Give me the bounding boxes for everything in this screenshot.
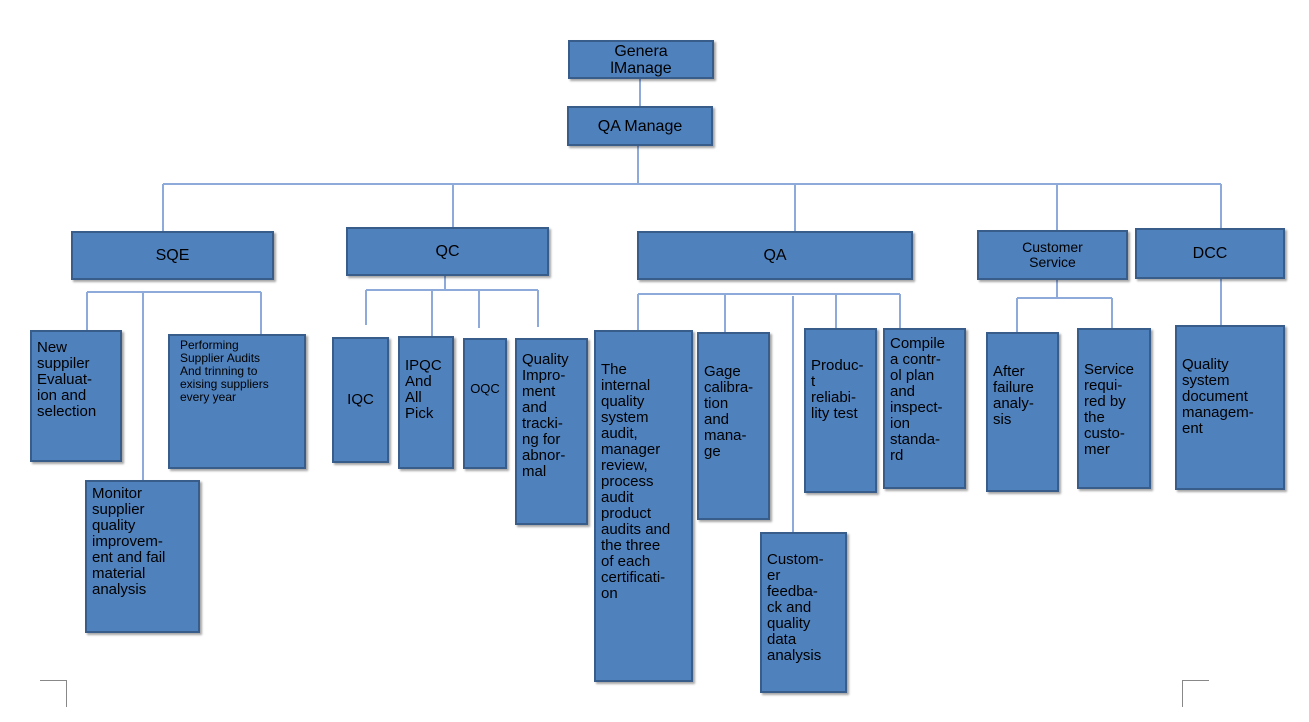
qa-gage-box: Gage calibra- tion and mana- ge: [697, 332, 770, 520]
sqe-monitor-box: Monitor supplier quality improvem- ent a…: [85, 480, 200, 633]
qa-manage-box: QA Manage: [567, 106, 713, 146]
qc-quality-improvement-box: Quality Impro- ment and tracki- ng for a…: [515, 338, 588, 525]
qa-reliability-box: Produc- t reliabi- lity test: [804, 328, 877, 493]
sqe-new-supplier-label: New suppiler Evaluat- ion and selection: [37, 339, 97, 420]
sqe-box: SQE: [71, 231, 274, 280]
qa-customer-feedback-box: Custom- er feedba- ck and quality data a…: [760, 532, 847, 693]
qc-label: QC: [435, 243, 460, 260]
dcc-box: DCC: [1135, 228, 1285, 279]
page-corner-mark-left: [40, 680, 67, 707]
sqe-new-supplier-box: New suppiler Evaluat- ion and selection: [30, 330, 122, 462]
sqe-monitor-label: Monitor supplier quality improvem- ent a…: [92, 485, 166, 598]
qc-iqc-box: IQC: [332, 337, 389, 463]
qc-oqc-box: OQC: [463, 338, 507, 469]
qa-gage-label: Gage calibra- tion and mana- ge: [704, 363, 754, 460]
qc-quality-improvement-label: Quality Impro- ment and tracki- ng for a…: [522, 351, 569, 480]
dcc-label: DCC: [1192, 245, 1228, 262]
sqe-label: SQE: [155, 247, 190, 264]
page-corner-mark-right: [1182, 680, 1209, 707]
qc-ipqc-label: IPQC And All Pick: [405, 357, 442, 422]
cs-service-required-box: Service requi- red by the custo- mer: [1077, 328, 1151, 489]
sqe-audits-box: Performing Supplier Audits And trinning …: [168, 334, 306, 469]
dcc-document-management-label: Quality system document managem- ent: [1182, 356, 1254, 437]
general-manage-label: Genera lManage: [610, 42, 672, 77]
cs-service-required-label: Service requi- red by the custo- mer: [1084, 361, 1135, 458]
dcc-document-management-box: Quality system document managem- ent: [1175, 325, 1285, 490]
qc-box: QC: [346, 227, 549, 276]
customer-service-label: Customer Service: [1022, 239, 1083, 270]
qa-customer-feedback-label: Custom- er feedba- ck and quality data a…: [767, 551, 824, 664]
qa-label: QA: [763, 247, 787, 264]
cs-after-failure-label: After failure analy- sis: [993, 363, 1034, 428]
qa-internal-audit-label: The internal quality system audit, manag…: [601, 361, 671, 602]
qa-control-plan-label: Compile a contr- ol plan and inspect- io…: [890, 335, 946, 464]
qa-box: QA: [637, 231, 913, 280]
qa-internal-audit-box: The internal quality system audit, manag…: [594, 330, 693, 682]
qc-oqc-label: OQC: [470, 381, 500, 396]
sqe-audits-label: Performing Supplier Audits And trinning …: [180, 338, 269, 404]
general-manage-box: Genera lManage: [568, 40, 714, 79]
cs-after-failure-box: After failure analy- sis: [986, 332, 1059, 492]
qa-reliability-label: Produc- t reliabi- lity test: [811, 357, 864, 422]
qa-control-plan-box: Compile a contr- ol plan and inspect- io…: [883, 328, 966, 489]
customer-service-box: Customer Service: [977, 230, 1128, 280]
qa-manage-label: QA Manage: [597, 117, 683, 135]
qc-ipqc-box: IPQC And All Pick: [398, 336, 454, 469]
qc-iqc-label: IQC: [347, 391, 374, 408]
